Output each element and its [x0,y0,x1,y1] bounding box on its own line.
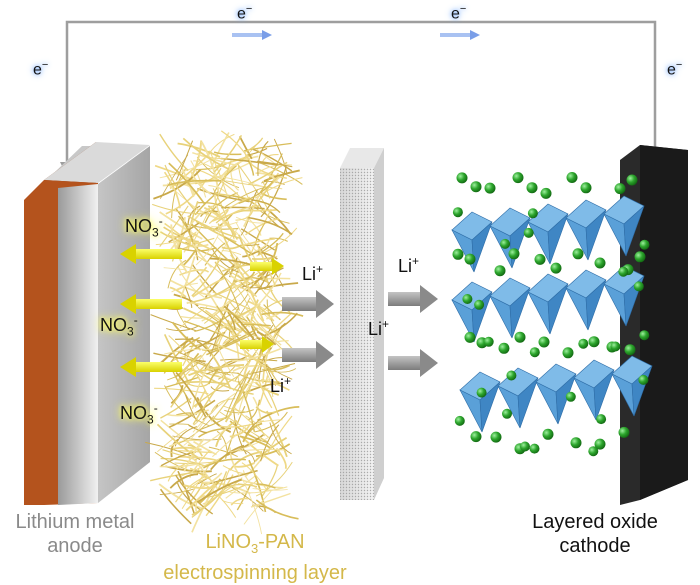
lithium-atom [527,182,538,193]
lithium-atom [563,347,574,358]
lithium-atom [589,336,600,347]
fiber [227,484,264,511]
li-ion-label-3: Li+ [398,254,419,277]
lithium-atom [541,188,552,199]
fiber [225,187,265,207]
lithium-atom [539,337,550,348]
lithium-atom [495,265,506,276]
anode-caption: Lithium metal anode [0,510,150,558]
linO3-pan-fiber-mat [145,131,303,534]
lithium-atom [634,281,644,291]
octahedron [528,274,568,334]
lithium-atom [462,294,472,304]
lithium-atom [578,339,588,349]
lithium-atom [500,239,510,249]
lithium-atom [639,330,649,340]
lithium-atom [485,183,496,194]
lithium-atom [530,347,540,357]
lithium-atom [610,342,620,352]
li-ion-label-2: Li+ [270,374,291,397]
fiber [258,283,299,290]
lithium-atom [484,337,494,347]
lithium-atom [635,251,646,262]
li-ion-label-1: Li+ [302,262,323,285]
lithium-atom [566,392,576,402]
lithium-atom [618,267,628,277]
lithium-atom [471,181,482,192]
lithium-atom [471,431,482,442]
li-ion-label-4: Li+ [368,317,389,340]
octahedron [490,208,530,268]
lithium-atom [513,172,524,183]
lithium-atom [453,207,463,217]
lithium-atom [615,183,626,194]
lithium-atom [455,416,465,426]
nitrate-label-2: NO3- [100,313,138,339]
octahedron [566,200,606,260]
lithium-atom [588,446,598,456]
lithium-atom [524,228,534,238]
lithium-atom [543,429,554,440]
lithium-atom [535,254,546,265]
nitrate-label-3: NO3- [120,401,158,427]
fiber [160,464,198,467]
lithium-atom [502,409,512,419]
octahedron [498,368,538,428]
lithium-atom [638,375,648,385]
lithium-atom [477,388,487,398]
external-circuit-wire [67,22,655,165]
octahedron [460,372,500,432]
lithium-atom [595,258,606,269]
lithium-atom [567,172,578,183]
lithium-atom [465,254,476,265]
octahedron [490,278,530,338]
lithium-atom [625,344,636,355]
lithium-atom [581,182,592,193]
lithium-atom [571,437,582,448]
lithium-atom [453,249,464,260]
fiber [164,268,185,270]
lithium-atom [627,175,638,186]
fiber [253,489,288,491]
electron-label-top-left: e− [237,3,252,23]
li-ion-arrow-4 [388,349,438,377]
electron-label-right: e− [667,59,682,79]
electron-flow-arrow-1 [232,30,272,40]
lithium-atom [520,442,530,452]
lithium-atom [474,300,484,310]
fiber [256,462,292,496]
lithium-atom [509,248,520,259]
lithium-atom [551,263,562,274]
lithium-atom [528,208,538,218]
lithium-atom [530,444,540,454]
electron-flow-arrow-2 [440,30,480,40]
octahedron [566,270,606,330]
nitrate-label-1: NO3- [125,214,163,240]
li-ion-arrow-3 [388,285,438,313]
electron-label-top-right: e− [451,3,466,23]
fiber [161,489,192,524]
cathode-caption: Layered oxide cathode [510,510,680,558]
lithium-atom [457,172,468,183]
octahedron [574,360,614,420]
lithium-atom [619,427,630,438]
lithium-atom [506,371,516,381]
lithium-atom [465,332,476,343]
lithium-atom [499,343,510,354]
lithium-atom [515,332,526,343]
lithium-atom [596,414,606,424]
pan-layer-caption: LiNO3-PAN electrospinning layer [140,530,370,585]
electron-label-left: e− [33,59,48,79]
lithium-atom [640,240,650,250]
lithium-atom [573,248,584,259]
lithium-atom [491,432,502,443]
fiber [231,499,248,506]
fiber [244,143,292,150]
